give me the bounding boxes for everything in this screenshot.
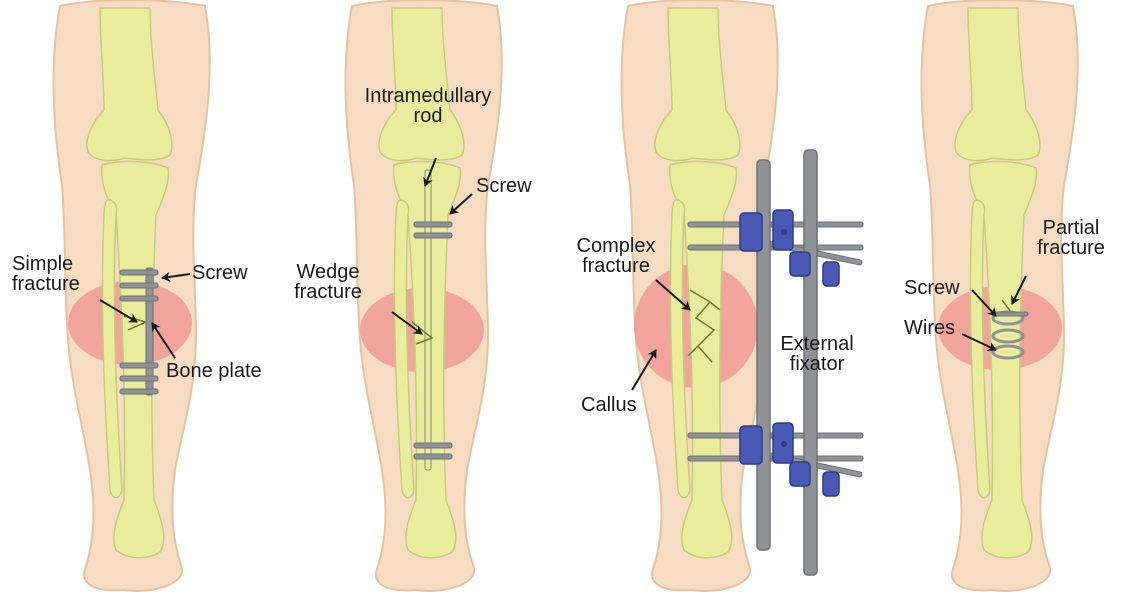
label-fixator-line2: fixator [767,354,867,374]
label-partial-line2: fracture [1026,238,1116,258]
label-screw-1: Screw [192,263,248,283]
label-complex-line2: fracture [566,256,666,276]
label-wedge-fracture: Wedge fracture [283,262,373,302]
label-simple-fracture-line1: Simple [12,254,80,274]
label-partial-line1: Partial [1026,218,1116,238]
label-bone-plate: Bone plate [166,361,262,381]
label-intramedullary-rod: Intramedullary rod [358,86,498,126]
label-screw-4: Screw [904,278,960,298]
label-callus: Callus [581,395,637,415]
label-screw-2: Screw [476,176,532,196]
label-wedge-line1: Wedge [283,262,373,282]
label-complex-line1: Complex [566,236,666,256]
label-complex-fracture: Complex fracture [566,236,666,276]
label-external-fixator: External fixator [767,334,867,374]
label-partial-fracture: Partial fracture [1026,218,1116,258]
label-wires: Wires [904,318,955,338]
label-simple-fracture: Simple fracture [12,254,80,294]
label-rod-line1: Intramedullary [358,86,498,106]
label-rod-line2: rod [358,106,498,126]
label-fixator-line1: External [767,334,867,354]
label-wedge-line2: fracture [283,282,373,302]
panel-3-complex-fracture [621,0,863,591]
panel-1-simple-fracture [53,0,209,591]
label-simple-fracture-line2: fracture [12,274,80,294]
screw [992,312,1028,316]
intramedullary-rod [425,170,431,470]
